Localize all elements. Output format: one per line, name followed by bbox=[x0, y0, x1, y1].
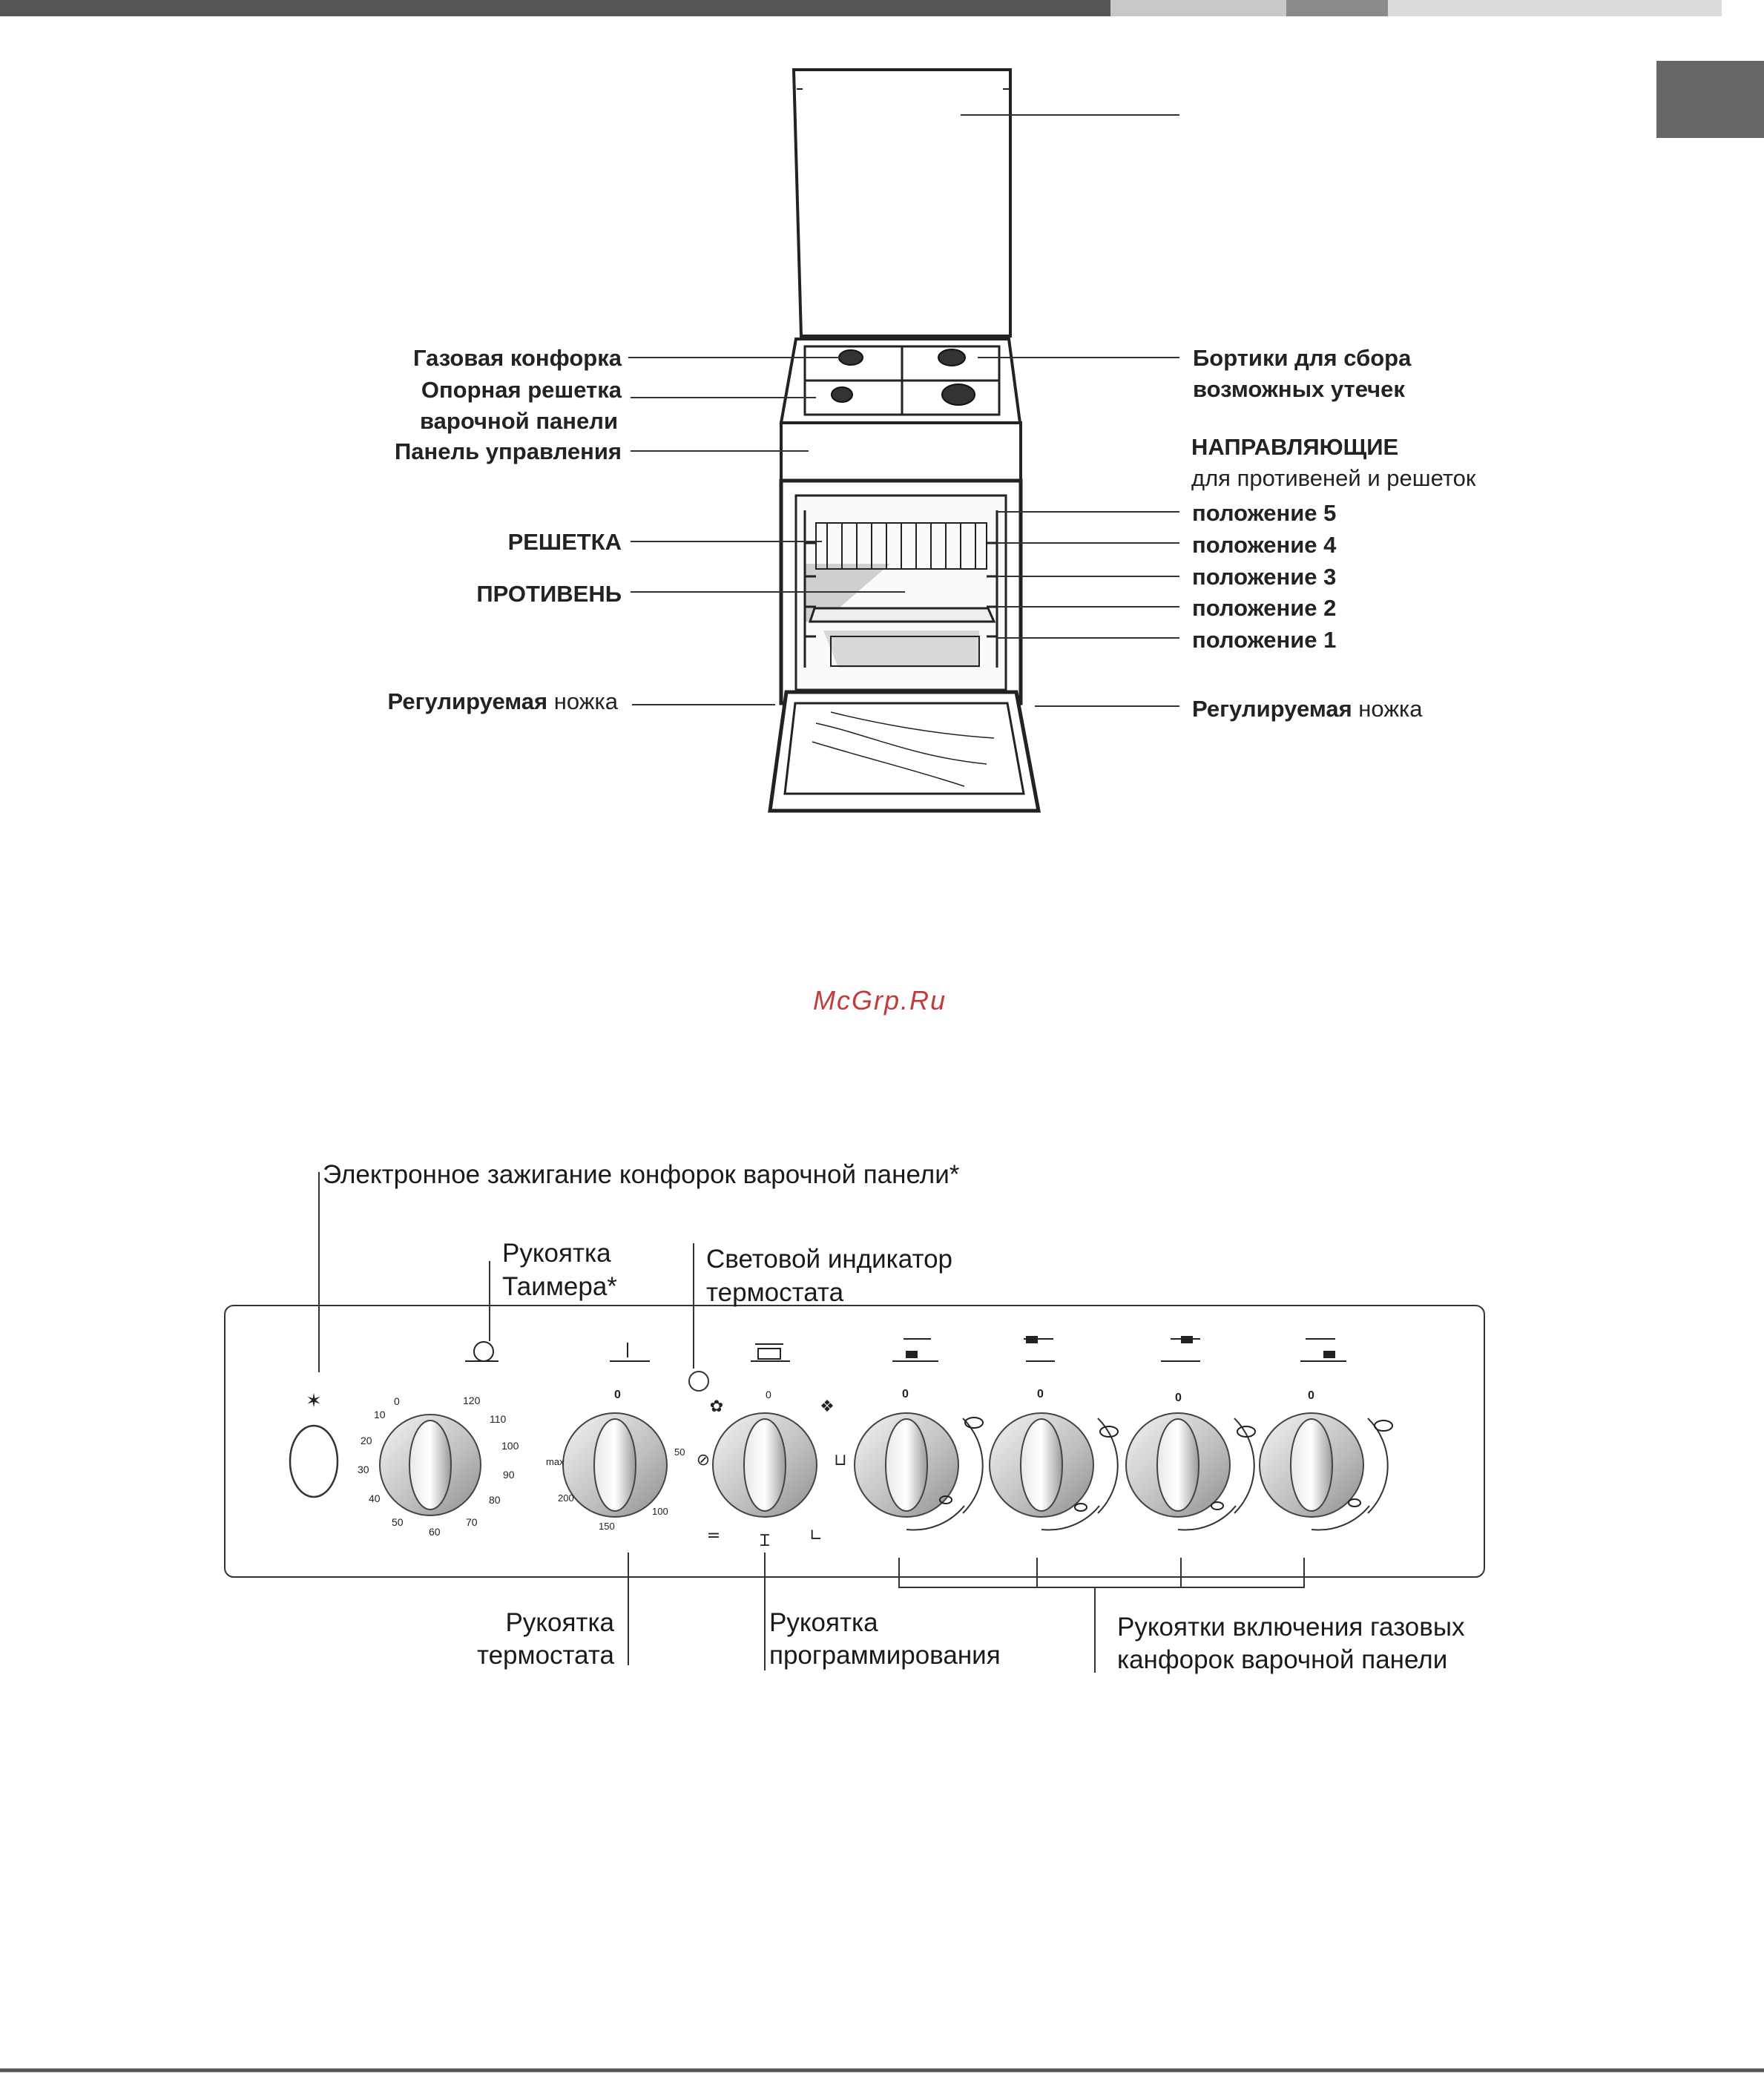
burner-3-zero: 0 bbox=[1175, 1392, 1182, 1404]
thermostat-mark-150: 150 bbox=[599, 1521, 615, 1532]
label-indicator-1: Световой индикатор bbox=[706, 1245, 953, 1274]
thermostat-mark-200: 200 bbox=[558, 1492, 574, 1504]
timer-mark-60: 60 bbox=[429, 1526, 441, 1538]
label-timer-1: Рукоятка bbox=[502, 1239, 611, 1268]
burner-knob-3 bbox=[1125, 1412, 1255, 1531]
label-foot-right-rest: ножка bbox=[1352, 696, 1423, 722]
timer-mark-70: 70 bbox=[466, 1516, 478, 1528]
oven-rack bbox=[815, 522, 987, 570]
burner-knob-2 bbox=[989, 1412, 1119, 1531]
timer-mark-110: 110 bbox=[490, 1413, 507, 1425]
timer-mark-0: 0 bbox=[394, 1395, 400, 1407]
panel-leader-lines bbox=[318, 1172, 766, 1670]
timer-mark-90: 90 bbox=[503, 1469, 515, 1481]
burner-4-zero: 0 bbox=[1308, 1389, 1314, 1402]
label-foot-left-bold: Регулируемая bbox=[387, 688, 548, 714]
watermark: McGrp.Ru bbox=[813, 985, 947, 1015]
label-position-4: положение 4 bbox=[1192, 532, 1337, 558]
label-position-2: положение 2 bbox=[1192, 595, 1337, 621]
header-bar-dark bbox=[0, 0, 1110, 16]
label-control-panel: Панель управления bbox=[394, 438, 622, 464]
timer-knob bbox=[379, 1414, 481, 1516]
leader-lines bbox=[628, 114, 1179, 707]
header-bar-pale bbox=[1388, 0, 1722, 16]
ignition-button bbox=[289, 1424, 339, 1498]
svg-text:⊘: ⊘ bbox=[697, 1451, 710, 1469]
burner-2-zero: 0 bbox=[1037, 1388, 1044, 1400]
label-foot-right-bold: Регулируемая bbox=[1192, 696, 1352, 722]
label-hob-grid-1: Опорная решетка bbox=[421, 377, 622, 403]
label-thermostat-1: Рукоятка bbox=[505, 1608, 614, 1637]
label-programming-2: программирования bbox=[769, 1641, 1001, 1670]
panel-symbols bbox=[465, 1336, 1346, 1362]
flame-icons bbox=[939, 1417, 1393, 1512]
oven-tray bbox=[808, 607, 996, 623]
label-guides-sub: для противеней и решеток bbox=[1191, 465, 1476, 491]
burner-knob-4 bbox=[1259, 1412, 1389, 1531]
burner-knob-1 bbox=[854, 1412, 984, 1531]
label-guides-title: НАПРАВЛЯЮЩИЕ bbox=[1191, 434, 1399, 460]
page-tab bbox=[1656, 61, 1764, 138]
timer-mark-50: 50 bbox=[392, 1516, 404, 1528]
svg-text:Ɪ: Ɪ bbox=[760, 1532, 770, 1550]
programming-knob bbox=[712, 1412, 817, 1518]
label-gas-burner: Газовая конфорка bbox=[412, 345, 622, 371]
burners bbox=[831, 349, 975, 406]
header-bar-mid bbox=[1286, 0, 1388, 16]
thermostat-mark-max: max bbox=[546, 1456, 565, 1467]
label-timer-2: Таимера* bbox=[502, 1272, 617, 1301]
oven-door bbox=[768, 690, 1041, 813]
label-foot-left-rest: ножка bbox=[547, 688, 618, 714]
thermostat-mark-100: 100 bbox=[652, 1506, 668, 1517]
svg-text:⊔: ⊔ bbox=[834, 1451, 846, 1469]
label-position-3: положение 3 bbox=[1192, 564, 1337, 590]
svg-text:✿: ✿ bbox=[710, 1398, 723, 1416]
timer-mark-80: 80 bbox=[489, 1494, 501, 1506]
burner-bracket bbox=[898, 1558, 1305, 1673]
svg-text:❖: ❖ bbox=[820, 1398, 835, 1416]
control-strip bbox=[780, 421, 1022, 482]
programming-symbols: ✿ ❖ ⊘ ⊔ = Ɪ ∟ bbox=[697, 1398, 847, 1550]
timer-mark-120: 120 bbox=[463, 1395, 481, 1406]
label-thermostat-2: термостата bbox=[476, 1641, 614, 1670]
label-programming-1: Рукоятка bbox=[769, 1608, 878, 1637]
svg-text:✶: ✶ bbox=[306, 1390, 322, 1412]
timer-mark-30: 30 bbox=[358, 1464, 369, 1475]
timer-mark-40: 40 bbox=[369, 1492, 381, 1504]
timer-mark-20: 20 bbox=[361, 1435, 372, 1446]
label-foot-left: Регулируемая ножка bbox=[387, 686, 618, 717]
stove-lid bbox=[792, 68, 1012, 338]
label-hob-grid-2: варочной панели bbox=[420, 408, 618, 434]
thermostat-mark-50: 50 bbox=[674, 1446, 685, 1458]
label-position-5: положение 5 bbox=[1192, 500, 1337, 526]
header-bar-light bbox=[1110, 0, 1286, 16]
label-indicator-2: термостата bbox=[706, 1278, 844, 1307]
thermostat-indicator-lamp bbox=[688, 1371, 709, 1392]
label-ignition: Электронное зажигание конфорок варочной … bbox=[323, 1160, 960, 1189]
programming-mark-zero: 0 bbox=[766, 1389, 771, 1400]
label-gas-knobs-2: канфорок варочной панели bbox=[1117, 1645, 1448, 1674]
label-spill-2: возможных утечек bbox=[1193, 376, 1405, 402]
svg-text:∟: ∟ bbox=[809, 1527, 823, 1545]
label-gas-knobs-1: Рукоятки включения газовых bbox=[1117, 1613, 1465, 1642]
svg-text:=: = bbox=[707, 1527, 720, 1545]
label-foot-right: Регулируемая ножка bbox=[1192, 694, 1423, 724]
oven-guides bbox=[803, 510, 998, 668]
label-position-1: положение 1 bbox=[1192, 627, 1337, 653]
thermostat-knob bbox=[562, 1412, 668, 1518]
label-rack: РЕШЕТКА bbox=[507, 529, 622, 555]
burner-1-zero: 0 bbox=[902, 1388, 909, 1400]
timer-mark-100: 100 bbox=[501, 1440, 519, 1452]
label-spill-1: Бортики для сбора bbox=[1193, 345, 1412, 371]
timer-mark-10: 10 bbox=[374, 1409, 386, 1420]
label-tray: ПРОТИВЕНЬ bbox=[476, 581, 622, 607]
hob-top bbox=[779, 338, 1022, 424]
thermostat-mark-0: 0 bbox=[614, 1389, 621, 1401]
